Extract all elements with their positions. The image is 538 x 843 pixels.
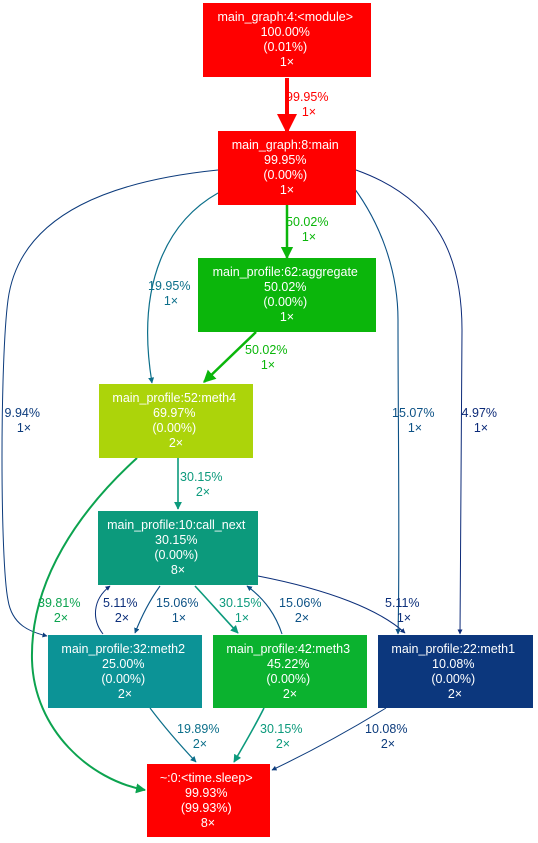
edge-label-main-aggregate: 50.02% 1× (286, 215, 332, 244)
edge-meth4-sleep[interactable]: 39.81% 2× (30, 457, 146, 794)
edge-label-meth2-call-next: 5.11% 2× (103, 596, 141, 625)
node-label-meth3: main_profile:42:meth3 45.22% (0.00%) 2× (226, 642, 353, 701)
node-label-module: main_graph:4:<module> 100.00% (0.01%) 1× (218, 10, 357, 69)
node-meth1[interactable]: main_profile:22:meth1 10.08% (0.00%) 2× (378, 635, 533, 708)
node-module[interactable]: main_graph:4:<module> 100.00% (0.01%) 1× (203, 3, 371, 77)
node-label-meth1: main_profile:22:meth1 10.08% (0.00%) 2× (391, 642, 518, 701)
edge-main-meth1[interactable]: 4.97% 1× (355, 169, 501, 635)
edge-meth2-sleep[interactable]: 19.89% 2× (149, 707, 223, 763)
node-aggregate[interactable]: main_profile:62:aggregate 50.02% (0.00%)… (198, 258, 376, 332)
edge-main-meth4[interactable]: 19.95% 1× (147, 192, 219, 384)
edge-label-main-meth2: 9.94% 1× (5, 406, 44, 435)
edge-label-meth1-sleep: 10.08% 2× (365, 722, 411, 751)
edge-call-next-meth2[interactable]: 15.06% 1× (134, 585, 202, 634)
edge-label-meth2-sleep: 19.89% 2× (177, 722, 223, 751)
edge-meth2-call-next[interactable]: 5.11% 2× (95, 585, 141, 635)
edge-call-next-meth1[interactable]: 5.11% 1× (257, 575, 423, 634)
edge-aggregate-meth4[interactable]: 50.02% 1× (203, 331, 291, 383)
edge-label-module-main: 99.95% 1× (286, 90, 332, 119)
edge-label-call-next-meth2: 15.06% 1× (156, 596, 202, 625)
node-sleep[interactable]: ~:0:<time.sleep> 99.93% (99.93%) 8× (147, 764, 270, 837)
edge-meth1-sleep[interactable]: 10.08% 2× (271, 707, 411, 771)
node-main[interactable]: main_graph:8:main 99.95% (0.00%) 1× (218, 131, 356, 205)
node-meth2[interactable]: main_profile:32:meth2 25.00% (0.00%) 2× (48, 635, 202, 708)
edge-label-meth4-sleep: 39.81% 2× (38, 596, 84, 625)
edge-meth4-call-next[interactable]: 30.15% 2× (174, 458, 226, 510)
edge-meth3-sleep[interactable]: 30.15% 2× (233, 707, 306, 763)
node-meth3[interactable]: main_profile:42:meth3 45.22% (0.00%) 2× (213, 635, 367, 708)
edge-label-meth3-call-next: 15.06% 2× (279, 596, 325, 625)
node-label-meth2: main_profile:32:meth2 25.00% (0.00%) 2× (61, 642, 188, 701)
edge-label-main-meth4: 19.95% 1× (148, 279, 194, 308)
edge-label-call-next-meth3: 30.15% 1× (219, 596, 265, 625)
node-label-aggregate: main_profile:62:aggregate 50.02% (0.00%)… (213, 265, 362, 324)
node-label-meth4: main_profile:52:meth4 69.97% (0.00%) 2× (112, 391, 239, 450)
edge-label-aggregate-meth4: 50.02% 1× (245, 343, 291, 372)
edge-main-meth3[interactable]: 15.07% 1× (347, 179, 438, 635)
edges: 99.95% 1× 50.02% 1× 19.95% 1× 9.94% 1× (1, 78, 501, 794)
edge-main-aggregate[interactable]: 50.02% 1× (280, 205, 332, 260)
edge-meth3-call-next[interactable]: 15.06% 2× (246, 585, 325, 635)
edge-label-call-next-meth1: 5.11% 1× (385, 596, 423, 625)
edge-main-meth2[interactable]: 9.94% 1× (1, 169, 219, 638)
edge-label-main-meth3: 15.07% 1× (392, 406, 438, 435)
edge-label-meth4-call-next: 30.15% 2× (180, 470, 226, 499)
edge-label-main-meth1: 4.97% 1× (462, 406, 501, 435)
edge-call-next-meth3[interactable]: 30.15% 1× (194, 585, 265, 634)
node-label-call-next: main_profile:10:call_next 30.15% (0.00%)… (107, 518, 249, 577)
node-call-next[interactable]: main_profile:10:call_next 30.15% (0.00%)… (98, 511, 258, 585)
node-label-sleep: ~:0:<time.sleep> 99.93% (99.93%) 8× (160, 771, 256, 830)
node-meth4[interactable]: main_profile:52:meth4 69.97% (0.00%) 2× (99, 384, 253, 458)
nodes: main_graph:4:<module> 100.00% (0.01%) 1×… (48, 3, 533, 837)
edge-module-main[interactable]: 99.95% 1× (277, 78, 332, 134)
node-label-main: main_graph:8:main 99.95% (0.00%) 1× (232, 138, 343, 197)
edge-label-meth3-sleep: 30.15% 2× (260, 722, 306, 751)
